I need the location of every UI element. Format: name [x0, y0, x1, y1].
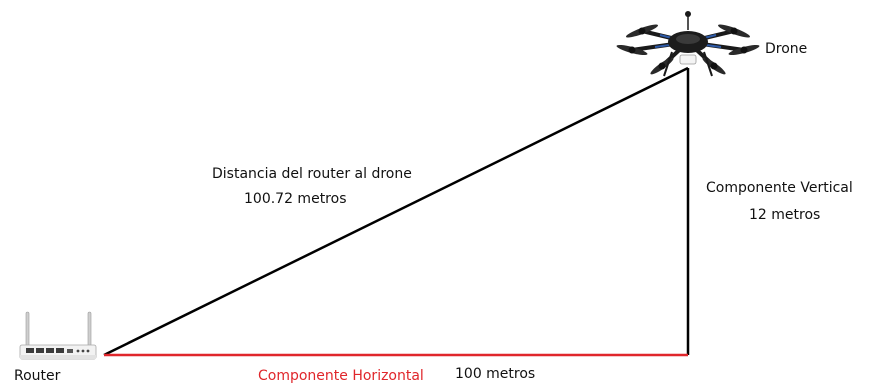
hypotenuse-value: 100.72 metros — [244, 191, 347, 207]
router-label: Router — [14, 368, 61, 384]
router-icon — [19, 311, 97, 360]
horizontal-component-value: 100 metros — [455, 366, 536, 382]
horizontal-component-title: Componente Horizontal — [258, 368, 424, 384]
vertical-component-value: 12 metros — [749, 207, 821, 223]
drone-label: Drone — [765, 41, 808, 57]
drone-icon — [616, 11, 760, 77]
hypotenuse-line — [103, 66, 689, 357]
vertical-component-title: Componente Vertical — [706, 180, 853, 196]
hypotenuse-title: Distancia del router al drone — [212, 166, 412, 182]
